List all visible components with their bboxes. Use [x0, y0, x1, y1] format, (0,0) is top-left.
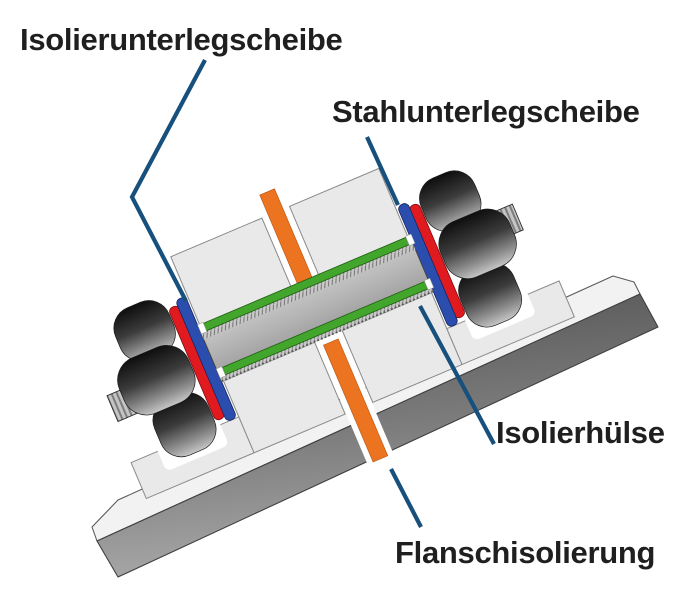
bolt-head-left — [106, 300, 217, 458]
hex-lobe — [117, 345, 196, 416]
label-insulating-sleeve: Isolierhülse — [496, 415, 665, 450]
leader-insulating-washer — [129, 59, 207, 302]
hex-nut-right — [419, 170, 524, 328]
leader-flange-isolation — [389, 468, 423, 528]
sleeve-end-gap — [423, 277, 435, 291]
bolt-thread-texture-top — [200, 242, 416, 340]
label-insulating-washer: Isolierunterlegscheibe — [20, 22, 343, 57]
bolted-joint-assembly — [106, 167, 576, 500]
label-flange-isolation: Flanschisolierung — [395, 535, 656, 570]
sleeve-end-gap — [215, 366, 226, 379]
leader-steel-washer — [365, 136, 400, 206]
sleeve-end-gap — [405, 233, 416, 246]
flange-isolation-gasket-lower — [323, 338, 389, 463]
hex-lobe — [438, 208, 517, 279]
label-steel-washer: Stahlunterlegscheibe — [332, 94, 640, 129]
leader-insulating-sleeve — [418, 305, 496, 445]
sleeve-end-gap — [197, 322, 208, 335]
